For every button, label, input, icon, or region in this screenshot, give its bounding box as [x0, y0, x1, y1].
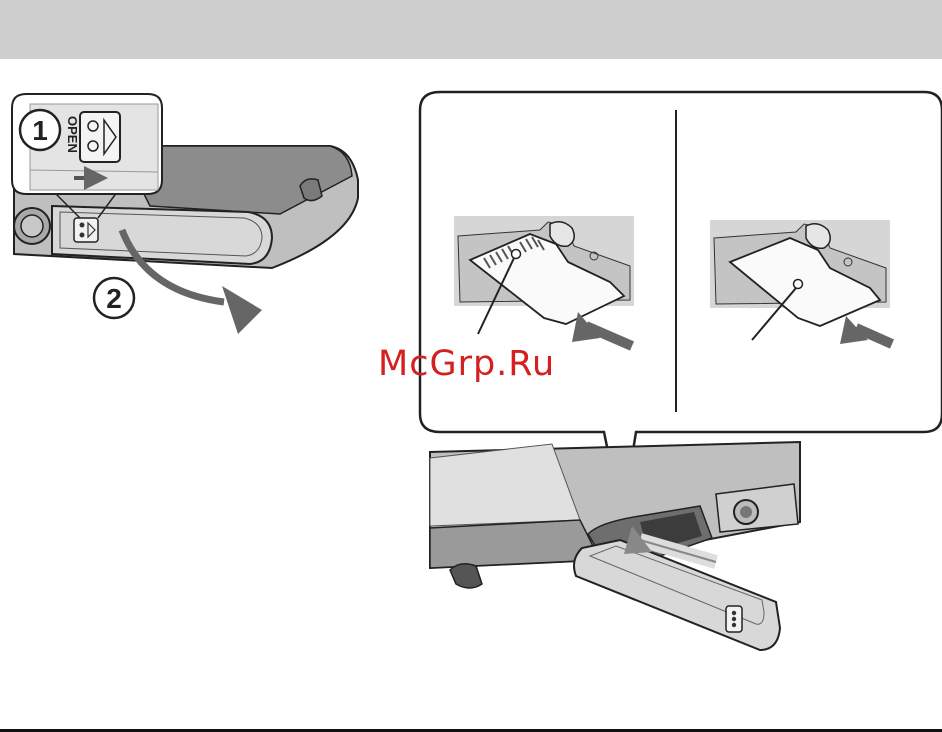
step-1-badge: 1 [20, 110, 60, 150]
camera-open-illustration [430, 442, 800, 650]
step-2-number: 2 [106, 283, 122, 314]
watermark-text: McGrp.Ru [378, 344, 555, 384]
step-2-badge: 2 [94, 278, 134, 318]
step-1-number: 1 [32, 115, 48, 146]
open-label: OPEN [65, 116, 80, 153]
